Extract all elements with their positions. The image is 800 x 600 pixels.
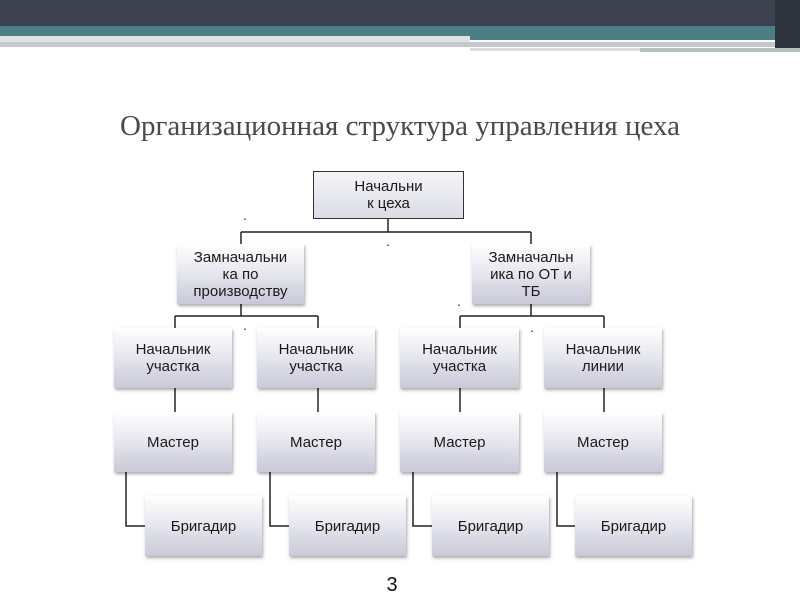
marker-dot: . (530, 319, 534, 335)
node-foreman-1: Бригадир (145, 496, 262, 556)
connector-foreman-4 (556, 472, 575, 527)
node-foreman-4: Бригадир (575, 496, 692, 556)
node-master-3: Мастер (400, 412, 519, 472)
page-number: 3 (386, 574, 398, 596)
header-band-dark (0, 0, 800, 26)
marker-dot: . (457, 293, 461, 309)
header-band-grey (0, 42, 800, 47)
node-deputy-production: Замначальни ка по производству (177, 244, 304, 304)
header-band-light (0, 36, 470, 42)
node-master-1: Мастер (114, 412, 232, 472)
node-chief-3: Начальник участка (400, 328, 519, 388)
node-master-4: Мастер (544, 412, 662, 472)
marker-dot: . (243, 207, 247, 223)
node-foreman-2: Бригадир (289, 496, 406, 556)
slide-title: Организационная структура управления цех… (120, 110, 680, 142)
node-foreman-3: Бригадир (432, 496, 549, 556)
node-chief-1: Начальник участка (114, 328, 232, 388)
marker-dot: . (386, 233, 390, 249)
header-accent-block (775, 0, 800, 48)
node-deputy-ot-tb: Замначальн ика по ОТ и ТБ (472, 244, 590, 304)
marker-dot: . (243, 317, 247, 333)
node-chief-4: Начальник линии (544, 328, 662, 388)
connector-foreman-1 (125, 472, 145, 527)
connector-foreman-2 (269, 472, 289, 527)
header-accent-line (640, 48, 800, 52)
header-accent-line-2 (470, 48, 640, 51)
node-head-of-shop: Начальни к цеха (313, 171, 464, 219)
slide-header-bar (0, 0, 800, 52)
node-chief-2: Начальник участка (257, 328, 375, 388)
node-master-2: Мастер (257, 412, 375, 472)
connector-foreman-3 (412, 472, 432, 527)
